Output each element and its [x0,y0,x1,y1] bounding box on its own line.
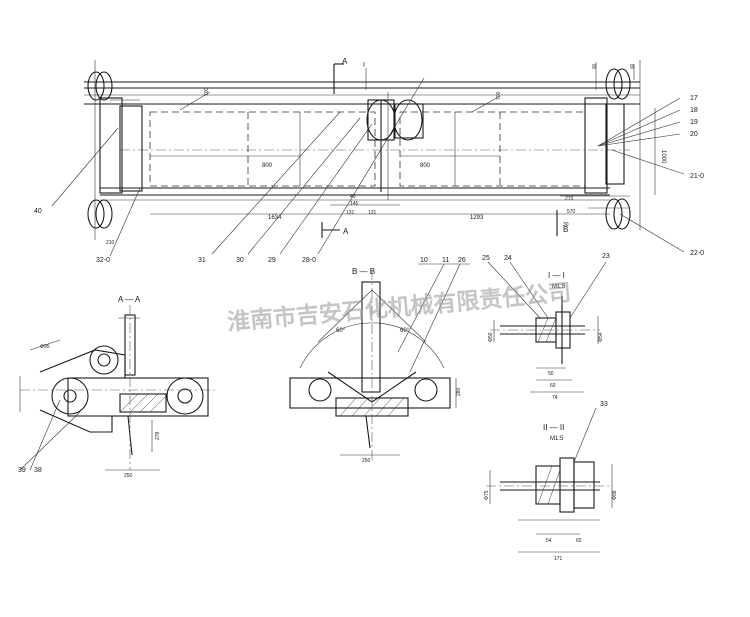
dim-210: 210 [106,240,115,246]
detail-ii-ii-scale: M1:5 [550,436,564,442]
detail-ii-ii-dim-phi75: Φ75 [484,490,490,500]
section-mark-ii-left: II [592,64,596,71]
detail-i-i-title: I — I [548,271,565,280]
detail-i-i-dim-phi54: Φ54 [598,332,604,342]
dim-145: 145 [350,201,359,207]
section-b-b-leader-10: 10 [420,257,428,264]
section-b-b-leader-11: 11 [442,257,449,264]
leader-29: 29 [268,257,276,264]
section-mark-a-bottom: A [343,227,349,236]
leader-22-0: 22-0 [690,250,704,257]
leader-17: 17 [690,95,698,102]
dim-40: 40 [350,194,356,200]
section-a-a-dim-250: 250 [124,473,133,479]
section-b-b-angle-right: 60° [400,328,410,334]
detail-ii-ii-leader-33: 33 [600,401,608,408]
dim-570: 570 [567,209,576,215]
section-b-b-dim-250: 250 [362,458,371,464]
detail-ii-ii-dim-54: 54 [546,538,552,544]
dim-1634: 1634 [268,215,282,221]
detail-ii-ii-dim-phi98: Φ98 [612,490,618,500]
main-assembly-view: A A I II II B 800 800 1634 131 131 1293 … [34,57,704,264]
detail-ii-ii-dim-171: 171 [554,556,563,562]
section-a-a-view: A — A 250 278 Φ95 39 38 [18,295,215,479]
section-mark-i: I [363,62,365,69]
dim-131-a: 131 [346,210,355,216]
detail-i-i-dim-50: 50 [548,371,554,377]
dim-131-b: 131 [368,210,377,216]
detail-ii-ii-dim-60: 60 [576,538,582,544]
section-b-b-leader-26: 26 [458,257,466,264]
dim-30: 30 [563,222,569,228]
dim-1293: 1293 [470,215,484,221]
leader-28-0: 28-0 [302,257,316,264]
leader-20: 20 [690,131,698,138]
detail-i-i-scale: M1:5 [552,284,566,290]
section-a-a-leader-38: 38 [34,467,42,474]
company-watermark: 淮南市吉安石化机械有限责任公司 [226,279,572,335]
section-mark-b-bottom: B [563,225,568,234]
detail-i-i-leader-25: 25 [482,255,490,262]
section-mark-a-top: A [342,57,348,66]
detail-i-i-dim-60: 60 [550,383,556,389]
leader-30: 30 [236,257,244,264]
leader-32-0: 32-0 [96,257,110,264]
section-a-a-dim-phi95: Φ95 [40,344,50,350]
dim-1000: 1000 [660,150,666,164]
section-a-a-leader-39: 39 [18,467,26,474]
detail-i-i-dim-74: 74 [552,395,558,401]
section-b-b-title: B — B [352,267,375,276]
dim-800-left: 800 [262,163,273,169]
section-b-b-view: B — B 60° 60° 250 280 10 11 26 [289,257,470,464]
section-b-b-angle-left: 60° [336,328,346,334]
detail-i-i-leader-24: 24 [504,255,512,262]
dim-700-left: 700 [204,87,210,96]
leader-40: 40 [34,208,42,215]
leader-18: 18 [690,107,698,114]
section-b-b-dim-280: 280 [456,387,462,396]
dim-270: 270 [565,196,574,202]
leader-19: 19 [690,119,698,126]
leader-31: 31 [198,257,206,264]
dim-800-right: 800 [420,163,431,169]
leader-21-0: 21-0 [690,173,704,180]
detail-i-i-dim-phi50: Φ50 [488,332,494,342]
section-a-a-dim-278: 278 [155,431,161,440]
dim-700-right: 700 [496,91,502,100]
detail-ii-ii-title: II — II [543,423,564,432]
section-a-a-title: A — A [118,295,141,304]
detail-i-i-view: I — I M1:5 50 60 74 Φ50 Φ54 25 24 23 [482,253,610,401]
detail-ii-ii-view: II — II M1:5 54 60 171 Φ75 Φ98 33 [484,401,618,562]
section-mark-ii-right: II [630,64,634,71]
detail-i-i-leader-23: 23 [602,253,610,260]
